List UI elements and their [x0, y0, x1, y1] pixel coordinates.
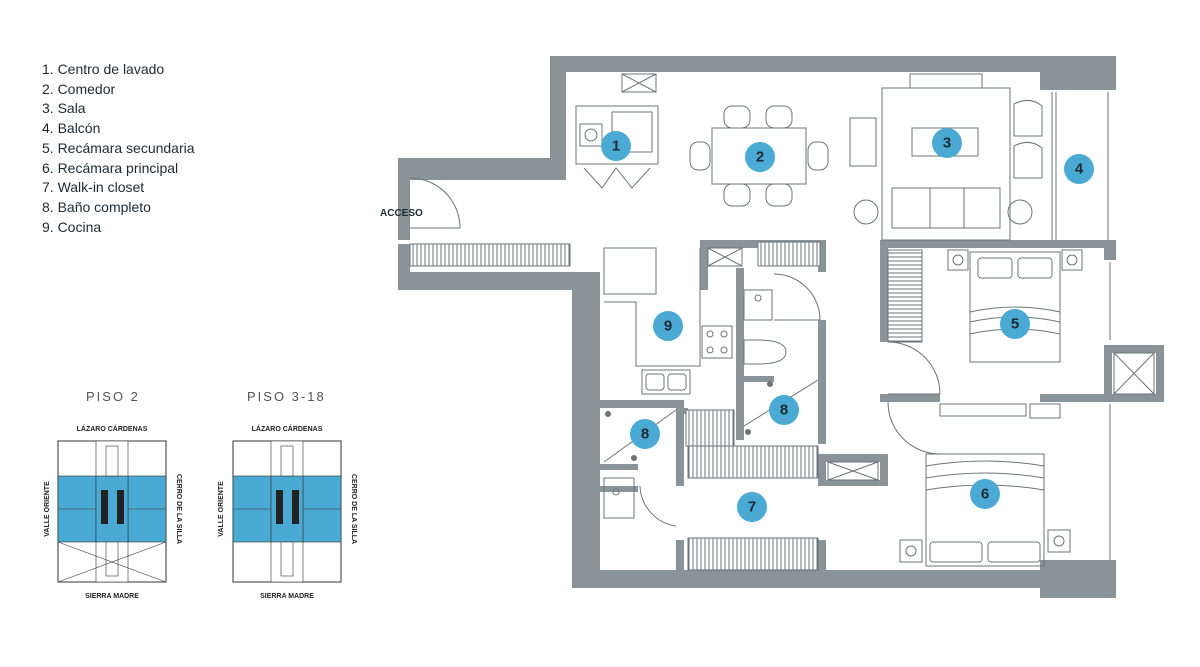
entry-door: [409, 177, 461, 229]
closets: [409, 241, 923, 571]
room-marker: [769, 395, 799, 425]
room-marker: [630, 419, 660, 449]
walkin-rack: [687, 445, 819, 479]
key-plan-piso-3-18: PISO 3-18 LÁZARO CÁRDENAS SIERRA MADRE V…: [218, 389, 357, 600]
wall: [818, 454, 826, 486]
entry-closet: [409, 243, 571, 267]
room-marker-label: 3: [943, 135, 951, 152]
wall: [880, 240, 888, 342]
sofa: [891, 187, 1001, 229]
room-marker-label: 5: [1011, 316, 1019, 333]
wall: [600, 486, 638, 492]
room-marker-label: 2: [756, 149, 764, 166]
legend-item: 1. Centro de lavado: [42, 61, 165, 77]
access-label: ACCESO: [380, 208, 423, 219]
wall: [700, 240, 708, 290]
wall: [1156, 345, 1164, 402]
wall: [818, 240, 826, 272]
wall: [550, 56, 566, 180]
bed: [969, 251, 1061, 363]
key-plan-title: PISO 2: [86, 389, 140, 404]
room-marker: [737, 492, 767, 522]
legend: 1. Centro de lavado 2. Comedor 3. Sala 4…: [42, 60, 195, 237]
elevator: [117, 490, 124, 524]
closet: [685, 409, 735, 447]
wall: [1104, 345, 1164, 353]
room-marker-label: 7: [748, 499, 756, 516]
bed: [925, 453, 1045, 567]
wall: [818, 480, 888, 486]
room-marker-label: 8: [641, 426, 649, 443]
legend-item: 2. Comedor: [42, 80, 116, 97]
wall: [736, 376, 774, 382]
legend-item: 8. Baño completo: [42, 198, 151, 215]
wall: [676, 400, 684, 486]
room-marker-label: 6: [981, 486, 989, 503]
wall: [818, 540, 826, 580]
room-marker-label: 9: [664, 318, 672, 335]
room-marker: [745, 142, 775, 172]
room-marker-label: 1: [612, 138, 620, 155]
room-marker-label: 4: [1075, 161, 1084, 178]
street-north: LÁZARO CÁRDENAS: [77, 424, 148, 433]
room-marker: [601, 131, 631, 161]
wall: [1040, 56, 1116, 90]
room-markers: 1 2 3 4 5 6 7 8 8 9: [601, 128, 1094, 522]
living-rug: [881, 87, 1011, 241]
room-marker: [1000, 309, 1030, 339]
street-west: VALLE ORIENTE: [44, 481, 51, 537]
wall: [1040, 394, 1116, 402]
street-south: SIERRA MADRE: [85, 593, 139, 600]
street-east: CERRO DE LA SILLA: [350, 474, 357, 544]
legend-item: 6. Recámara principal: [42, 159, 179, 176]
wall: [880, 394, 940, 402]
elevator: [292, 490, 299, 524]
bedroom-closet: [887, 249, 923, 343]
wall: [880, 454, 888, 486]
legend-item: 5. Recámara secundaria: [42, 139, 195, 156]
legend-item: 4. Balcón: [42, 120, 101, 137]
elevator: [101, 490, 108, 524]
wall: [398, 158, 410, 240]
wall: [572, 570, 1116, 588]
street-west: VALLE ORIENTE: [218, 481, 225, 537]
wall: [880, 240, 1116, 248]
room-marker: [1064, 154, 1094, 184]
elevator: [276, 490, 283, 524]
wall: [572, 272, 600, 588]
street-south: SIERRA MADRE: [260, 593, 314, 600]
room-marker-label: 8: [780, 402, 788, 419]
wall: [550, 56, 1116, 72]
room-marker: [653, 311, 683, 341]
wall: [600, 464, 638, 470]
wall: [1104, 345, 1112, 402]
wall: [398, 158, 566, 180]
walkin-rack: [687, 537, 819, 571]
wall: [600, 400, 684, 408]
legend-item: 7. Walk-in closet: [42, 179, 145, 196]
street-north: LÁZARO CÁRDENAS: [252, 424, 323, 433]
room-marker: [970, 479, 1000, 509]
shafts: [621, 73, 1155, 481]
wall: [818, 454, 888, 462]
wall: [818, 320, 826, 444]
legend-item: 3. Sala: [42, 100, 86, 117]
room-marker: [932, 128, 962, 158]
wall: [736, 268, 744, 440]
floor-plan: [398, 56, 1164, 598]
wall: [398, 272, 600, 290]
wall: [1104, 394, 1164, 402]
wall: [676, 540, 684, 580]
street-east: CERRO DE LA SILLA: [175, 474, 182, 544]
wall: [1040, 560, 1116, 598]
dining-table: [711, 127, 807, 185]
laundry-unit: [575, 105, 659, 165]
key-plan-title: PISO 3-18: [247, 389, 326, 404]
closet: [757, 241, 821, 267]
key-plan-piso-2: PISO 2 LÁZARO CÁRDENAS SIERRA MADRE VALL…: [44, 389, 182, 600]
legend-item: 9. Cocina: [42, 218, 102, 235]
